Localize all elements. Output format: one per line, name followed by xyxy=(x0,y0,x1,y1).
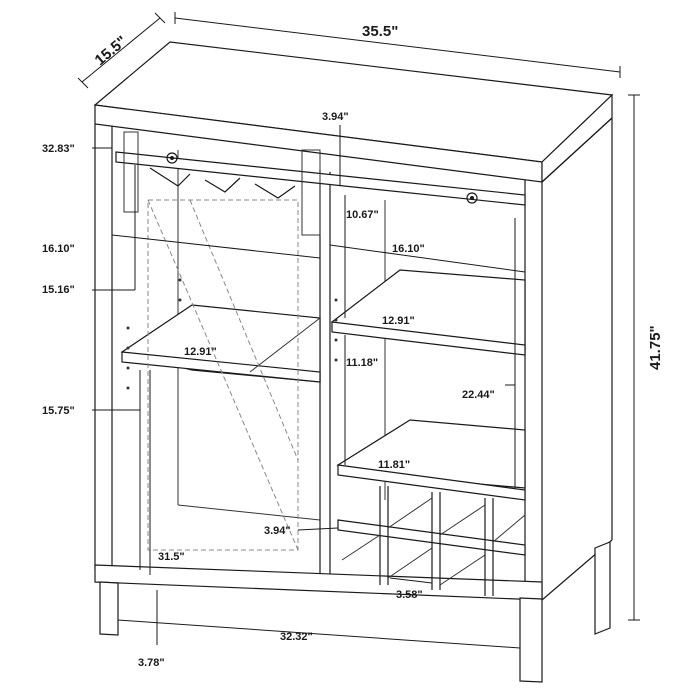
label-bottom-gap: 3.94" xyxy=(264,525,291,537)
label-width: 35.5" xyxy=(362,23,398,40)
label-depth: 15.5" xyxy=(92,33,131,69)
label-top-to-rail: 32.83" xyxy=(42,143,75,155)
glass-door-hidden-lines xyxy=(147,199,299,551)
label-right-column-height: 22.44" xyxy=(462,389,495,401)
label-inner-width: 32.32" xyxy=(280,631,313,643)
label-right-interior-width: 16.10" xyxy=(392,243,425,255)
label-wine-shelf-depth: 11.81" xyxy=(378,459,410,471)
right-wine-shelf xyxy=(336,419,526,501)
label-left-interior-width: 16.10" xyxy=(42,243,75,255)
label-right-top-height: 10.67" xyxy=(346,209,379,221)
right-upper-shelf xyxy=(330,269,526,356)
label-right-middle-height: 11.18" xyxy=(346,357,378,369)
shelf-pin-holes xyxy=(126,278,338,390)
dimension-labels: 15.5" 35.5" 41.75" 32.83" 3.94" 16.10" 1… xyxy=(42,23,664,669)
label-leg-height: 3.78" xyxy=(138,657,165,669)
label-left-column-height: 31.5" xyxy=(158,551,185,563)
cabinet-top xyxy=(93,41,614,184)
wine-rack-cubbies xyxy=(337,486,526,596)
stemware-rail xyxy=(115,131,526,236)
cabinet-base xyxy=(94,541,611,683)
label-rail-gap: 3.94" xyxy=(322,111,349,123)
left-shelf xyxy=(120,304,321,383)
label-height: 41.75" xyxy=(647,325,664,370)
label-cubby-width: 3.58" xyxy=(396,589,423,601)
label-left-shelf-depth: 12.91" xyxy=(184,346,217,358)
label-left-upper-height: 15.16" xyxy=(42,284,75,296)
label-left-lower-height: 15.75" xyxy=(42,405,75,417)
dimension-lines xyxy=(77,12,640,649)
label-right-shelf-depth: 12.91" xyxy=(382,315,415,327)
